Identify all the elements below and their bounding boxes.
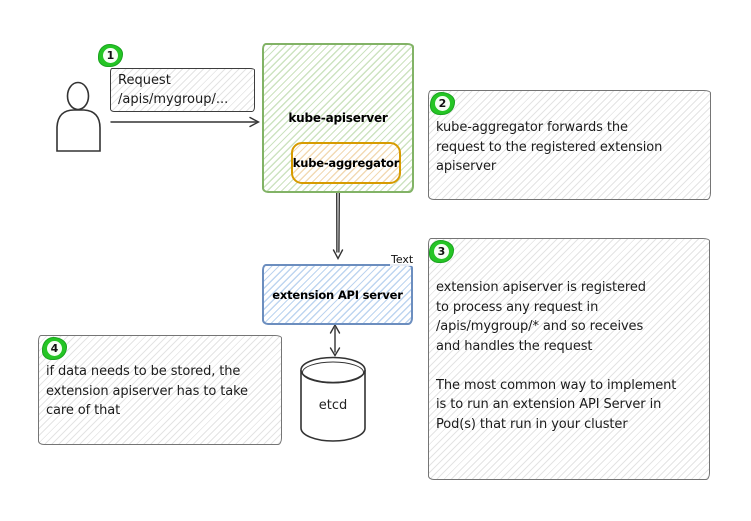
step-number: 3 [434,244,449,259]
request-label-box: Request/apis/mygroup/... [110,68,255,112]
step-badge-2: 2 [430,92,455,115]
arrow-text-label: Text [390,253,415,266]
kube-apiserver-box: kube-apiserver kube-aggregator [262,43,414,193]
step-number: 1 [103,48,118,63]
etcd-cylinder-icon [300,356,366,442]
kube-apiserver-label: kube-apiserver [288,111,388,125]
step-badge-3: 3 [429,240,454,263]
step-number: 4 [47,341,62,356]
request-to-apiserver-arrow [110,116,260,128]
extension-api-server-box: extension API server [262,264,413,325]
step-badge-1: 1 [98,44,123,67]
kube-aggregator-box: kube-aggregator [291,142,401,184]
etcd-label: etcd [318,398,348,413]
extension-to-etcd-arrow [329,323,341,357]
step-badge-4: 4 [42,337,67,360]
step-number: 2 [435,96,450,111]
aggregator-to-extension-arrow [332,181,344,260]
user-icon [56,81,101,152]
kube-aggregator-label: kube-aggregator [292,156,400,170]
extension-api-server-label: extension API server [272,287,403,302]
request-label-text: Request/apis/mygroup/... [118,73,229,107]
